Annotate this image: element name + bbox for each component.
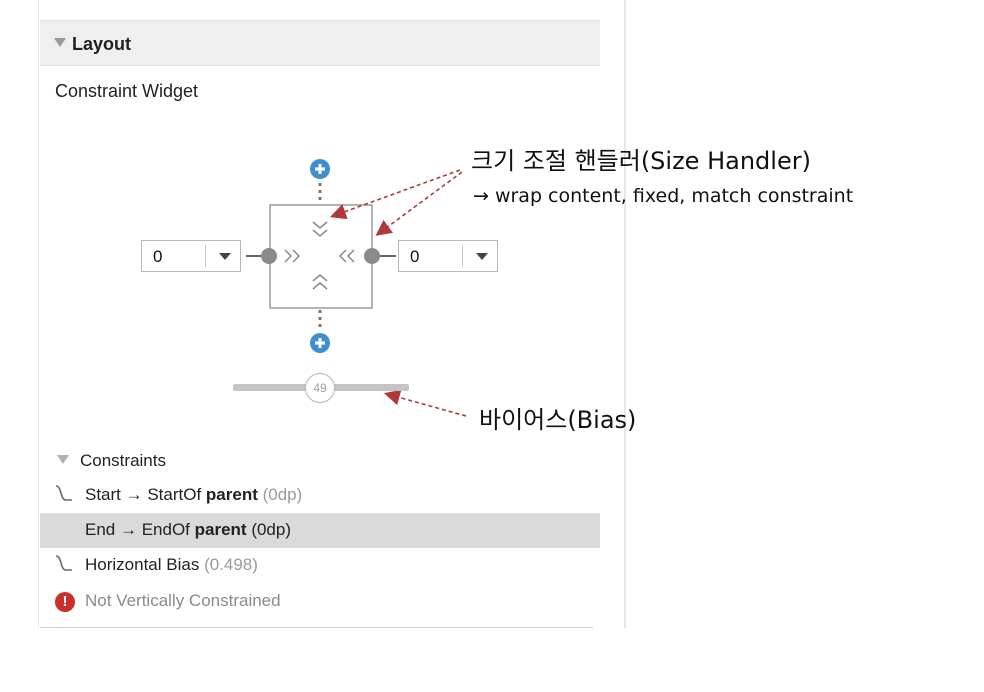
constraint-row-start[interactable]: Start → StartOf parent (0dp) xyxy=(40,478,600,513)
add-top-constraint-button[interactable] xyxy=(310,159,330,179)
bias-annotation: 바이어스(Bias) xyxy=(479,406,637,434)
panel-left-border xyxy=(38,0,39,628)
right-margin-value: 0 xyxy=(410,247,420,266)
section-divider xyxy=(40,627,593,628)
bias-arrow xyxy=(383,389,467,417)
constraint-row-warning[interactable]: Not Vertically Constrained xyxy=(40,584,600,619)
widget-name: Constraint Widget xyxy=(55,81,199,101)
constraint-row-text: End → EndOf parent (0dp) xyxy=(85,520,292,539)
left-margin-dropdown[interactable]: 0 xyxy=(141,240,241,272)
right-margin-dropdown[interactable]: 0 xyxy=(398,240,498,272)
collapse-triangle-icon[interactable] xyxy=(57,455,69,464)
layout-section-header[interactable]: Layout xyxy=(40,20,600,66)
warning-text: Not Vertically Constrained xyxy=(85,591,281,610)
constraint-row-text: Start → StartOf parent (0dp) xyxy=(85,485,303,504)
chevron-down-icon[interactable] xyxy=(476,253,488,260)
constraint-row-text: Horizontal Bias (0.498) xyxy=(85,555,258,574)
left-margin-value: 0 xyxy=(153,247,163,266)
dropdown-separator xyxy=(462,245,463,267)
size-handler-arrow-2 xyxy=(375,171,463,236)
horizontal-bias-icon xyxy=(55,555,72,571)
panel-right-border xyxy=(624,0,626,628)
horizontal-size-handler-left-icon[interactable] xyxy=(284,249,301,263)
size-handler-annotation-desc: → wrap content, fixed, match constraint xyxy=(473,185,854,207)
section-title: Layout xyxy=(72,34,132,54)
vertical-size-handler-bottom-icon[interactable] xyxy=(312,274,328,290)
chevron-down-icon[interactable] xyxy=(219,253,231,260)
left-constraint-anchor[interactable] xyxy=(246,248,277,264)
error-icon: ! xyxy=(55,592,75,612)
constraint-row-end[interactable]: End → EndOf parent (0dp) xyxy=(40,513,600,548)
right-constraint-anchor[interactable] xyxy=(364,248,396,264)
bias-value: 49 xyxy=(313,381,327,395)
vertical-size-handler-top-icon[interactable] xyxy=(312,221,328,237)
size-handler-arrow-1 xyxy=(329,169,461,220)
add-bottom-constraint-button[interactable] xyxy=(310,333,330,353)
constraint-row-horizontal-bias[interactable]: Horizontal Bias (0.498) xyxy=(40,548,600,583)
collapse-triangle-icon[interactable] xyxy=(54,38,66,47)
widget-box xyxy=(269,204,373,309)
size-handler-annotation-title: 크기 조절 핸들러(Size Handler) xyxy=(471,147,811,175)
constraints-label: Constraints xyxy=(80,451,166,470)
horizontal-size-handler-right-icon[interactable] xyxy=(338,249,355,263)
constraint-start-icon xyxy=(55,485,72,501)
bias-slider-thumb[interactable] xyxy=(305,373,335,403)
dropdown-separator xyxy=(205,245,206,267)
